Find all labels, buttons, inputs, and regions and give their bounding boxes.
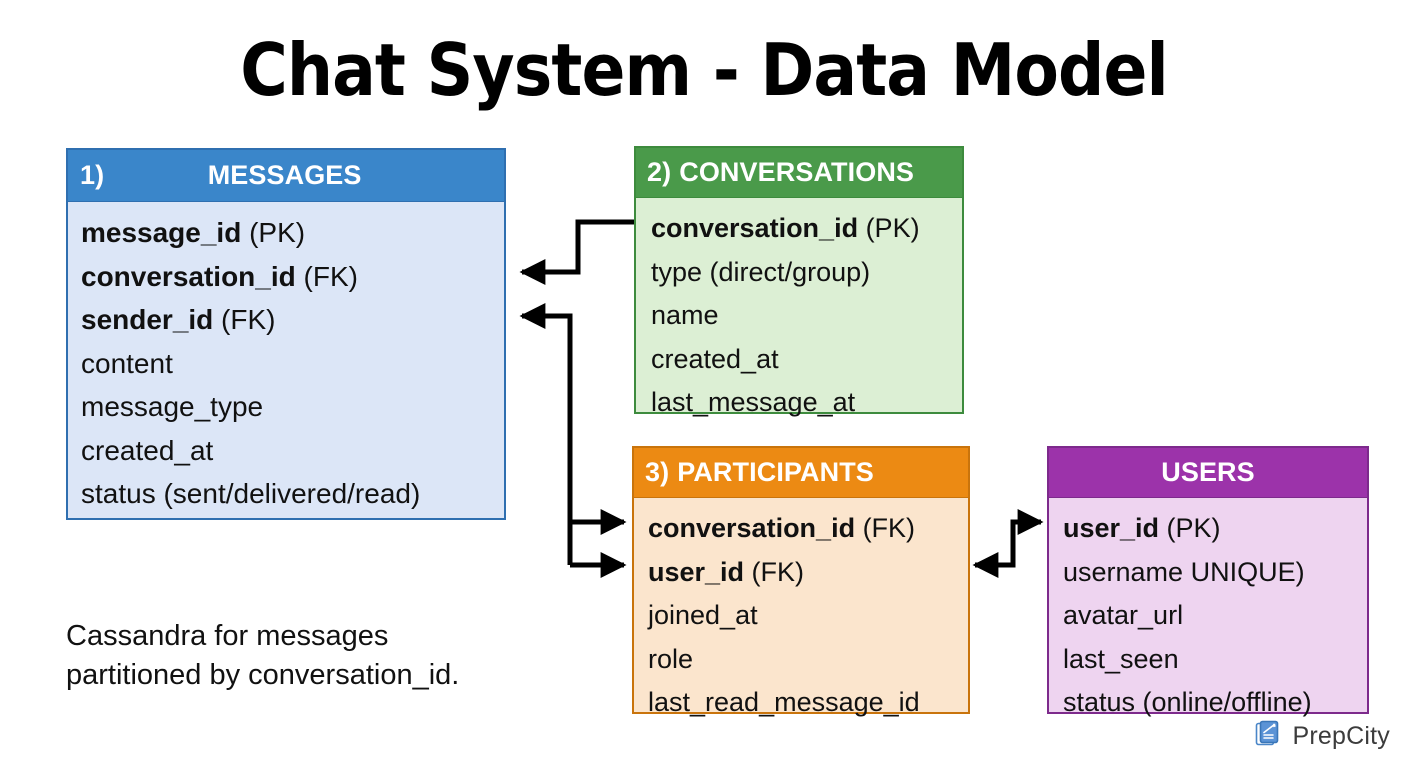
field-name: status [81, 478, 156, 509]
field-name: user_id [1063, 513, 1160, 543]
field-row: user_id (FK) [648, 551, 968, 595]
field-name: user_id [648, 556, 745, 587]
field-row: avatar_url [1063, 594, 1367, 638]
field-row: name [651, 294, 962, 338]
entity-fields-participants: conversation_id (FK) user_id (FK) joined… [634, 498, 968, 735]
field-name: joined_at [648, 600, 758, 630]
field-row: type (direct/group) [651, 251, 962, 295]
entity-box-conversations[interactable]: 2) CONVERSATIONS conversation_id (PK) ty… [634, 146, 964, 417]
field-row: username UNIQUE) [1063, 551, 1367, 595]
field-name: role [648, 643, 694, 674]
field-name: last_seen [1063, 643, 1179, 674]
entity-header-messages: 1) MESSAGES [68, 150, 504, 202]
field-name: username [1063, 556, 1184, 587]
field-name: content [81, 347, 173, 379]
field-name: last_message_at [651, 387, 856, 417]
design-note-line-1: Cassandra for messages [66, 620, 389, 652]
entity-title-messages: MESSAGES [207, 160, 362, 190]
field-name: message_id [81, 217, 242, 248]
field-row: content [81, 342, 504, 386]
brand-name: PrepCity [1292, 722, 1390, 750]
field-key: (PK) [241, 217, 306, 248]
field-name: created_at [81, 434, 214, 466]
field-key: (PK) [858, 213, 920, 243]
field-name: sender_id [81, 304, 214, 335]
field-name: message_type [81, 391, 264, 422]
entity-fields-users: user_id (PK) username UNIQUE) avatar_url… [1049, 498, 1367, 735]
document-pen-icon [1254, 719, 1284, 754]
field-row: message_type [81, 385, 504, 429]
field-key: (FK) [295, 260, 358, 292]
entity-fields-messages: message_id (PK) conversation_id (FK) sen… [68, 202, 504, 526]
field-row: status (online/offline) [1063, 681, 1367, 725]
field-row: user_id (PK) [1063, 507, 1367, 551]
entity-header-conversations: 2) CONVERSATIONS [636, 148, 962, 198]
page-title: Chat System - Data Model [240, 28, 1169, 112]
entity-box-messages[interactable]: 1) MESSAGES message_id (PK) conversation… [66, 148, 506, 520]
design-note-line-2: partitioned by conversation_id. [66, 659, 460, 691]
field-row: sender_id (FK) [81, 298, 504, 342]
field-row: role [648, 638, 968, 682]
field-row: message_id (PK) [81, 211, 504, 255]
field-name: type [651, 256, 703, 287]
entity-number-messages: 1) [80, 160, 105, 190]
entity-header-users: USERS [1049, 448, 1367, 498]
entity-box-users[interactable]: USERS user_id (PK) username UNIQUE) avat… [1047, 446, 1369, 717]
entity-box-participants[interactable]: 3) PARTICIPANTS conversation_id (FK) use… [632, 446, 970, 717]
entity-header-participants: 3) PARTICIPANTS [634, 448, 968, 498]
field-name: created_at [651, 343, 779, 374]
field-row: conversation_id (PK) [651, 207, 962, 251]
brand-watermark: PrepCity [1254, 719, 1390, 754]
entity-title-conversations: CONVERSATIONS [679, 157, 915, 187]
field-row: conversation_id (FK) [81, 255, 504, 299]
entity-title-users: USERS [1161, 457, 1255, 487]
field-row: last_message_at [651, 381, 962, 425]
entity-fields-conversations: conversation_id (PK) type (direct/group)… [636, 198, 962, 435]
field-key: (FK) [213, 304, 276, 335]
field-row: last_seen [1063, 638, 1367, 682]
connector-conversations-to-messages [519, 219, 634, 285]
field-key: UNIQUE) [1183, 556, 1305, 587]
field-row: last_read_message_id [648, 681, 968, 725]
connector-participants-to-users [972, 509, 1044, 578]
field-key: (online/offline) [1135, 687, 1312, 717]
connector-trunk-to-messages-sender [519, 303, 573, 565]
field-key: (FK) [855, 513, 916, 543]
field-key: (PK) [1159, 513, 1221, 543]
design-note: Cassandra for messages partitioned by co… [66, 617, 606, 695]
field-name: last_read_message_id [648, 687, 920, 717]
entity-title-participants: PARTICIPANTS [677, 457, 874, 487]
field-name: status [1063, 687, 1136, 717]
field-key: (sent/delivered/read) [155, 478, 421, 509]
field-key: (FK) [744, 556, 805, 587]
field-row: conversation_id (FK) [648, 507, 968, 551]
field-name: name [651, 300, 719, 330]
field-key: (direct/group) [702, 256, 871, 287]
entity-number-conversations: 2) [647, 157, 672, 187]
field-row: status (sent/delivered/read) [81, 472, 504, 516]
field-name: avatar_url [1063, 600, 1184, 630]
entity-number-participants: 3) [645, 457, 670, 487]
field-row: joined_at [648, 594, 968, 638]
field-name: conversation_id [648, 513, 856, 543]
field-row: created_at [651, 338, 962, 382]
field-name: conversation_id [81, 260, 296, 292]
field-row: created_at [81, 429, 504, 473]
field-name: conversation_id [651, 213, 859, 243]
